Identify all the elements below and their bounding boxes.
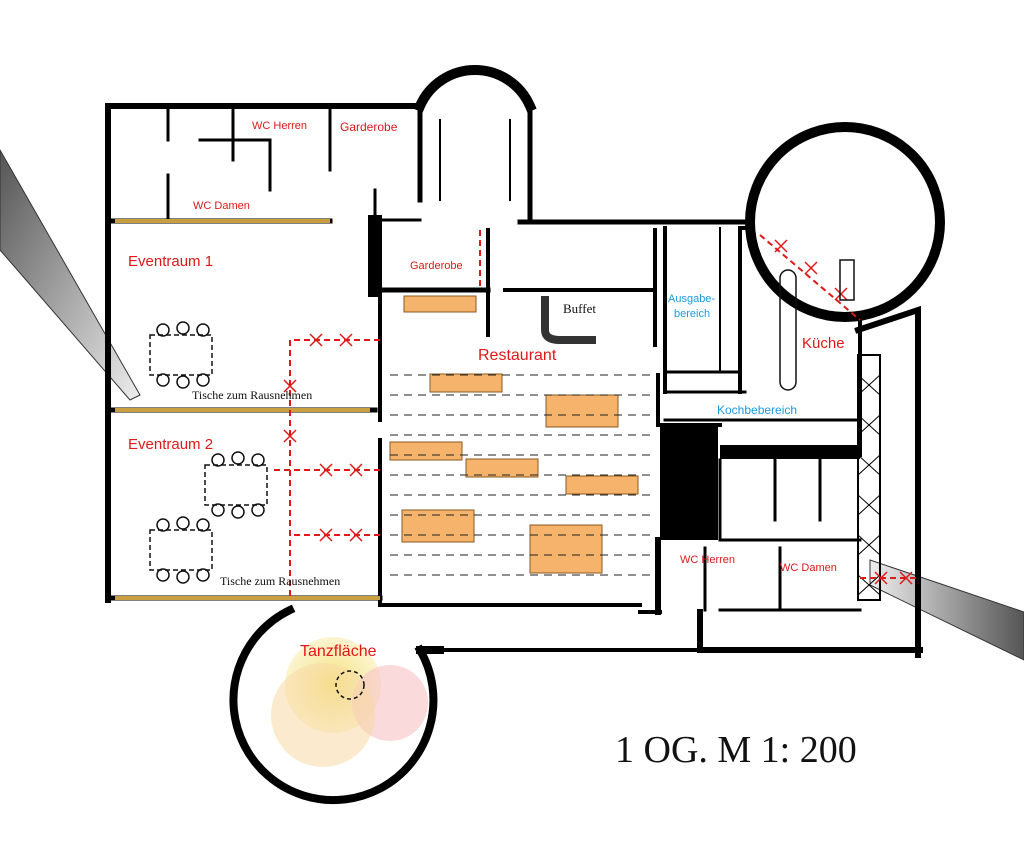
light-beam-right [869,559,1024,661]
room-label-tanzflaeche: Tanzfläche [300,643,377,660]
restaurant-tables [389,295,639,574]
room-label-kochbebereich: Kochbebereich [717,403,797,417]
scale-label: 1 OG. M 1: 200 [615,729,857,771]
room-label-garderobe-mid: Garderobe [410,260,463,272]
window-strips [115,219,380,600]
light-beam-left [0,148,141,401]
restaurant-grid [390,374,655,576]
escape-crosses [283,239,913,585]
room-label-wc-herren-top: WC Herren [252,120,307,132]
room-label-restaurant: Restaurant [478,347,557,364]
escape-routes [270,230,920,598]
room-label-wc-damen-top: WC Damen [193,200,250,212]
room-label-wc-damen-bottom: WC Damen [780,562,837,574]
dance-floor-lights [271,637,428,767]
note-tische-1: Tische zum Rausnehmen [192,388,312,402]
kitchen-fixtures [779,259,855,391]
room-label-eventraum-1: Eventraum 1 [128,253,213,270]
event-tables [149,321,268,584]
room-label-ausgabebereich-1: Ausgabe- [668,293,715,305]
room-label-kueche: Küche [802,335,845,352]
room-label-garderobe-top: Garderobe [340,120,398,134]
note-tische-2: Tische zum Rausnehmen [220,574,340,588]
room-label-eventraum-2: Eventraum 2 [128,436,213,453]
room-label-ausgabebereich-2: bereich [674,308,710,320]
room-label-buffet: Buffet [563,301,596,316]
room-label-wc-herren-bottom: WC Herren [680,554,735,566]
